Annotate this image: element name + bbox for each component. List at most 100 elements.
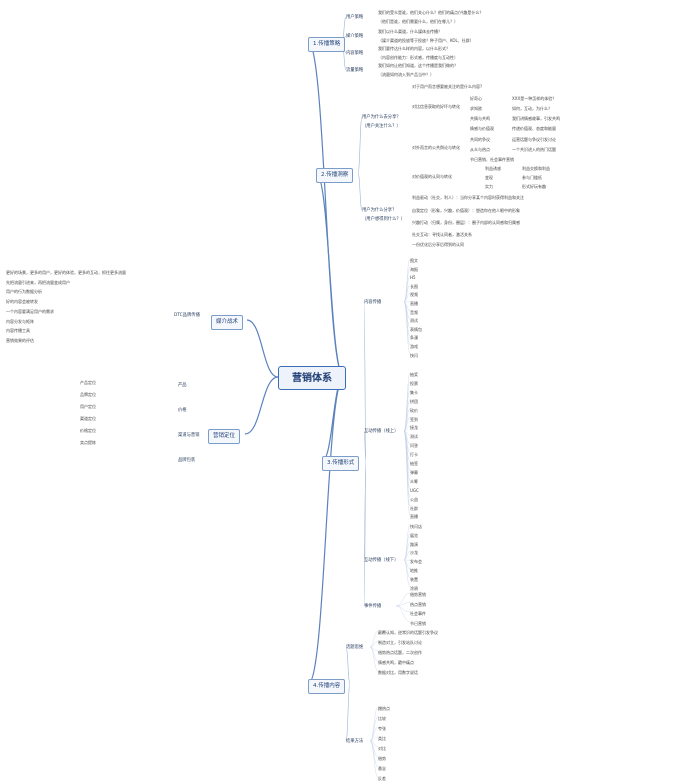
traffic-strategy-line-1: 我们如何让他们知道，这个传播是我们做的？ bbox=[378, 63, 458, 68]
content-form-3: H5 bbox=[410, 275, 416, 281]
online-form-12: 弹幕 bbox=[410, 469, 418, 475]
insight-r2a-note: 我们讲情感故事，引发共鸣 bbox=[512, 116, 560, 121]
fan-method-1 bbox=[369, 716, 379, 742]
branch-media-tactics[interactable]: 媒介战术 bbox=[211, 315, 244, 330]
positioning-group-2: 价格 bbox=[178, 408, 187, 413]
link-b4-1 bbox=[345, 683, 351, 742]
fan-offline-0 bbox=[403, 524, 411, 561]
online-form-4: 拼团 bbox=[410, 398, 418, 404]
topic-row-3: 借势热点话题，二次创作 bbox=[378, 650, 422, 655]
content-strategy-label[interactable]: 内容策略 bbox=[346, 51, 364, 56]
insight-r3-note-2: 一个共识进入的热门话题 bbox=[512, 147, 556, 152]
offline-interaction-label[interactable]: 互动传播（线下） bbox=[364, 558, 399, 563]
positioning-row-6: 卖点提炼 bbox=[80, 440, 96, 445]
offline-form-7: 装置 bbox=[410, 576, 418, 582]
fan-event-3 bbox=[395, 605, 411, 622]
method-row-3: 夸张 bbox=[378, 726, 386, 731]
tactic-row-1: 更好的场景，更多的用户，更好的体验，更多的互动，抓住更多流量 bbox=[6, 270, 126, 275]
root-node[interactable]: 营销体系 bbox=[278, 366, 346, 390]
user-strategy-line-1: 我们的受众是谁，他们关心什么？他们的痛点/兴趣是什么？ bbox=[378, 10, 484, 15]
insight-r3-note-3: 节日营销、社会事件营销 bbox=[470, 157, 514, 162]
content-strategy-line-2: （内容创作能力：形式感，传播度与互动性） bbox=[378, 55, 458, 60]
offline-form-1: 快闪店 bbox=[410, 524, 422, 529]
insight-r3-item-1: 共同的争议 bbox=[470, 137, 490, 142]
insight-r4-note-3: 形式好玩有趣 bbox=[522, 184, 546, 189]
insight-r4-note-2: 参与门槛低 bbox=[522, 175, 542, 180]
link-branch-5 bbox=[246, 319, 279, 378]
branch-communication-insight[interactable]: 2.传播洞察 bbox=[316, 168, 354, 183]
fan-topic-4 bbox=[369, 646, 379, 672]
link-b4-0 bbox=[345, 646, 351, 685]
fan-method-7 bbox=[369, 740, 379, 778]
traffic-strategy-line-2: （流量如何流入到产品当中？） bbox=[378, 72, 434, 77]
branch-communication-form[interactable]: 3.传播形式 bbox=[322, 456, 360, 471]
insight-r1-note-2: 如何，互动，为什么？ bbox=[512, 106, 552, 111]
online-form-13: 众筹 bbox=[410, 478, 418, 484]
insight-group-1-line-2[interactable]: （用户关注什么？） bbox=[362, 124, 401, 129]
user-strategy-label[interactable]: 用户策略 bbox=[346, 15, 364, 20]
online-form-2: 投票 bbox=[410, 380, 418, 386]
method-row-8: 反差 bbox=[378, 776, 386, 781]
offline-form-8: 涂鸦 bbox=[410, 585, 418, 591]
content-form-6: 直播 bbox=[410, 301, 418, 306]
event-form-4: 节日营销 bbox=[410, 620, 426, 626]
online-form-5: 砍价 bbox=[410, 407, 418, 413]
topic-row-4: 情感共鸣，戳中痛点 bbox=[378, 660, 414, 665]
content-strategy-line-1: 我们要传达什么样的内容，以什么形式？ bbox=[378, 46, 450, 51]
insight-group-2-line-2[interactable]: （用户想得到什么？） bbox=[362, 217, 405, 222]
insight-top-row: 对于用户而言想要被关注的是什么内容? bbox=[412, 84, 483, 89]
fan-online-6 bbox=[403, 426, 411, 432]
insight-r4-item-1: 利益诱惑 bbox=[485, 166, 501, 171]
content-form-7: 音频 bbox=[410, 309, 418, 315]
media-strategy-line-1: 我们以什么渠道，什么媒体去传播？ bbox=[378, 29, 442, 34]
branch-marketing-positioning[interactable]: 营销定位 bbox=[208, 429, 241, 444]
traffic-strategy-label[interactable]: 流量策略 bbox=[346, 68, 364, 73]
dtc-label[interactable]: DTC品牌传播 bbox=[174, 313, 200, 318]
fan-topic-1 bbox=[369, 640, 379, 648]
online-form-3: 集卡 bbox=[410, 389, 418, 395]
positioning-group-1: 产品 bbox=[178, 383, 187, 388]
method-row-2: 比较 bbox=[378, 716, 386, 721]
online-form-6: 签到 bbox=[410, 416, 418, 422]
fan-online-3 bbox=[403, 399, 411, 432]
media-strategy-label[interactable]: 媒介策略 bbox=[346, 34, 364, 39]
method-row-1: 蹭热点 bbox=[378, 706, 390, 711]
content-spread-label[interactable]: 内容传播 bbox=[364, 300, 382, 305]
fan-online-4 bbox=[403, 408, 411, 432]
insight-r4-item-3: 实力 bbox=[485, 184, 493, 189]
link-branch-4 bbox=[307, 376, 345, 685]
content-form-12: 快闪 bbox=[410, 352, 418, 358]
fan-content-4 bbox=[403, 293, 411, 303]
insight-r4-head: 对价值观的认同与转化 bbox=[412, 174, 452, 179]
insight-r2a-label: 共情与共鸣 bbox=[470, 116, 490, 121]
fan-method-3 bbox=[369, 736, 379, 742]
event-spread-label[interactable]: 事件传播 bbox=[364, 604, 382, 609]
online-interaction-label[interactable]: 互动传播（线上） bbox=[364, 429, 399, 434]
tactic-row-3: 用户的行为数据分析 bbox=[6, 289, 42, 295]
fan-offline-1 bbox=[403, 533, 411, 561]
tactic-row-4: 好的内容会被转发 bbox=[6, 299, 38, 305]
content-form-10: 条漫 bbox=[410, 335, 418, 341]
online-form-8: 测试 bbox=[410, 434, 418, 440]
method-row-7: 悬念 bbox=[378, 766, 386, 771]
fan-event-1 bbox=[395, 602, 411, 607]
online-form-11: 抽签 bbox=[410, 461, 418, 466]
insight-r3-head: 对外而言的公共舆论与转化 bbox=[412, 145, 460, 150]
insight-r1-item-2: 求知欲 bbox=[470, 106, 482, 111]
insight-group-2-line-1[interactable]: 用户为什么分享？ bbox=[362, 208, 397, 213]
insight-r3-item-2: 从众与热点 bbox=[470, 147, 490, 152]
branch-communication-content[interactable]: 4.传播内容 bbox=[308, 679, 346, 694]
method-label[interactable]: 结果方法 bbox=[346, 739, 364, 744]
event-form-1: 借势营销 bbox=[410, 592, 426, 597]
positioning-row-2: 品牌定位 bbox=[80, 392, 96, 397]
insight-group-1-line-1[interactable]: 用户为什么去分享？ bbox=[362, 115, 401, 120]
link-b2-0 bbox=[357, 116, 363, 174]
method-row-4: 类比 bbox=[378, 736, 386, 741]
online-form-9: 问答 bbox=[410, 443, 418, 449]
insight-r1-note-1: XXX是一种怎样的体验？ bbox=[512, 96, 557, 101]
positioning-row-3: 用户定位 bbox=[80, 404, 96, 409]
content-form-2: 海报 bbox=[410, 266, 418, 272]
branch-communication-strategy[interactable]: 1.传播策略 bbox=[308, 37, 346, 52]
topic-thinking-label[interactable]: 话题思维 bbox=[346, 645, 364, 650]
